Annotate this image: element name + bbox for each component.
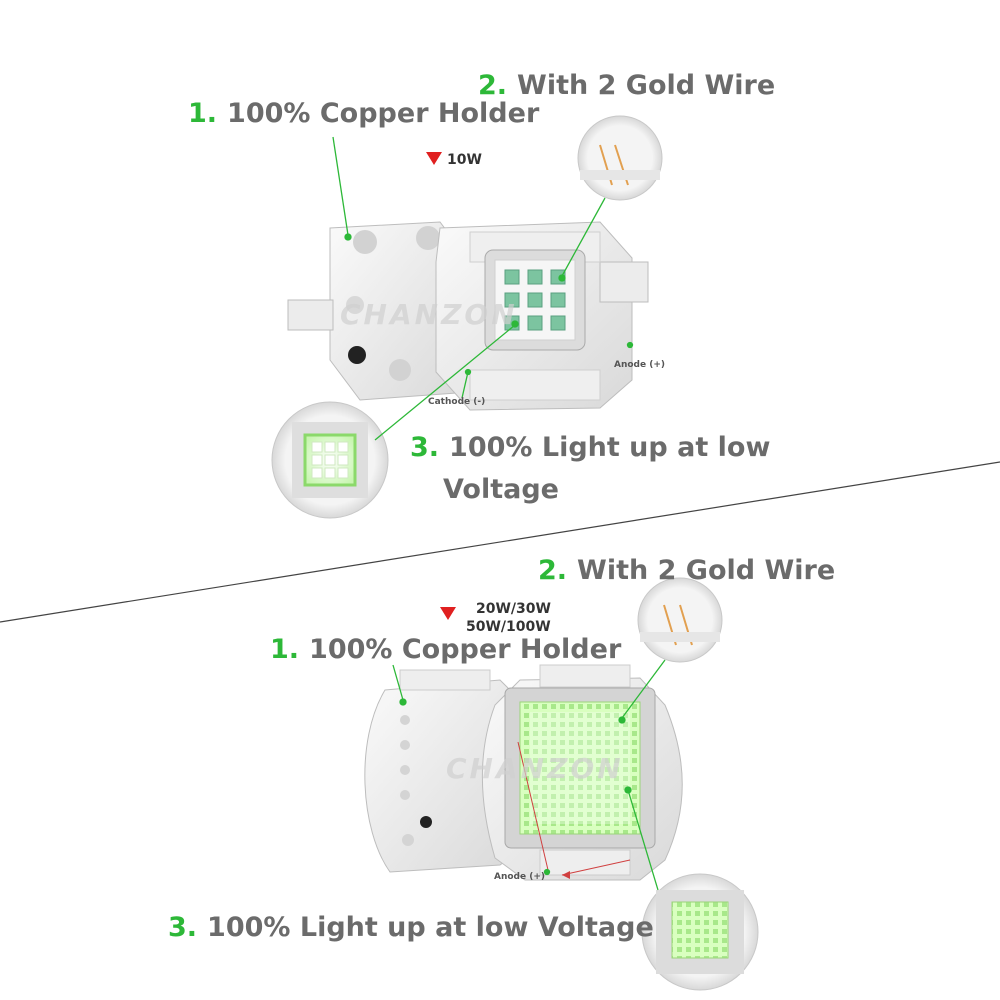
wattage-line-2: 50W/100W <box>466 619 551 635</box>
watermark-top: CHANZON <box>340 298 518 331</box>
top-cathode-label: Cathode (-) <box>428 397 486 407</box>
wattage-line-1: 20W/30W <box>476 601 551 617</box>
top-light-up-label: 3. 100% Light up at low <box>410 432 770 463</box>
label-number: 3. <box>168 912 198 943</box>
top-anode-label: Anode (+) <box>614 360 666 370</box>
bottom-light-up-label: 3. 100% Light up at low Voltage <box>168 912 654 943</box>
light-up-zoom-bubble-top <box>271 401 389 519</box>
watermark-bottom: CHANZON <box>446 752 624 785</box>
led-10w-front-view <box>435 221 649 411</box>
red-triangle-bottom <box>440 607 456 620</box>
led-100w-front-view <box>481 664 683 881</box>
gold-wire-zoom-bubble-top <box>577 115 663 201</box>
red-triangle-top <box>426 152 442 165</box>
gold-wire-zoom-bubble-bottom <box>637 577 723 663</box>
light-up-zoom-bubble-bottom <box>641 873 759 991</box>
label-text: With 2 Gold Wire <box>517 70 776 101</box>
label-text: 100% Copper Holder <box>309 634 622 665</box>
label-number: 3. <box>410 432 440 463</box>
top-gold-wire-label: 2. With 2 Gold Wire <box>478 70 775 101</box>
label-text: With 2 Gold Wire <box>577 555 836 586</box>
pointer-lines-bottom <box>392 659 666 891</box>
top-copper-holder-label: 1. 100% Copper Holder <box>188 98 539 129</box>
led-100w-back-view <box>364 669 521 873</box>
bottom-wattage: 20W/30W 50W/100W <box>466 600 551 636</box>
label-number: 1. <box>270 634 300 665</box>
bottom-gold-wire-label: 2. With 2 Gold Wire <box>538 555 835 586</box>
top-wattage: 10W <box>447 152 482 168</box>
label-number: 1. <box>188 98 218 129</box>
label-text: 100% Copper Holder <box>227 98 540 129</box>
top-light-up-label-line2: Voltage <box>443 474 559 505</box>
led-10w-back-view <box>287 221 471 401</box>
pointer-lines-top <box>332 136 634 441</box>
label-text: 100% Light up at low Voltage <box>207 912 654 943</box>
section-divider <box>0 461 1000 623</box>
label-number: 2. <box>538 555 568 586</box>
label-text: 100% Light up at low <box>449 432 771 463</box>
bottom-anode-label: Anode (+) <box>494 872 546 882</box>
bottom-copper-holder-label: 1. 100% Copper Holder <box>270 634 621 665</box>
label-text: Voltage <box>443 474 559 505</box>
label-number: 2. <box>478 70 508 101</box>
